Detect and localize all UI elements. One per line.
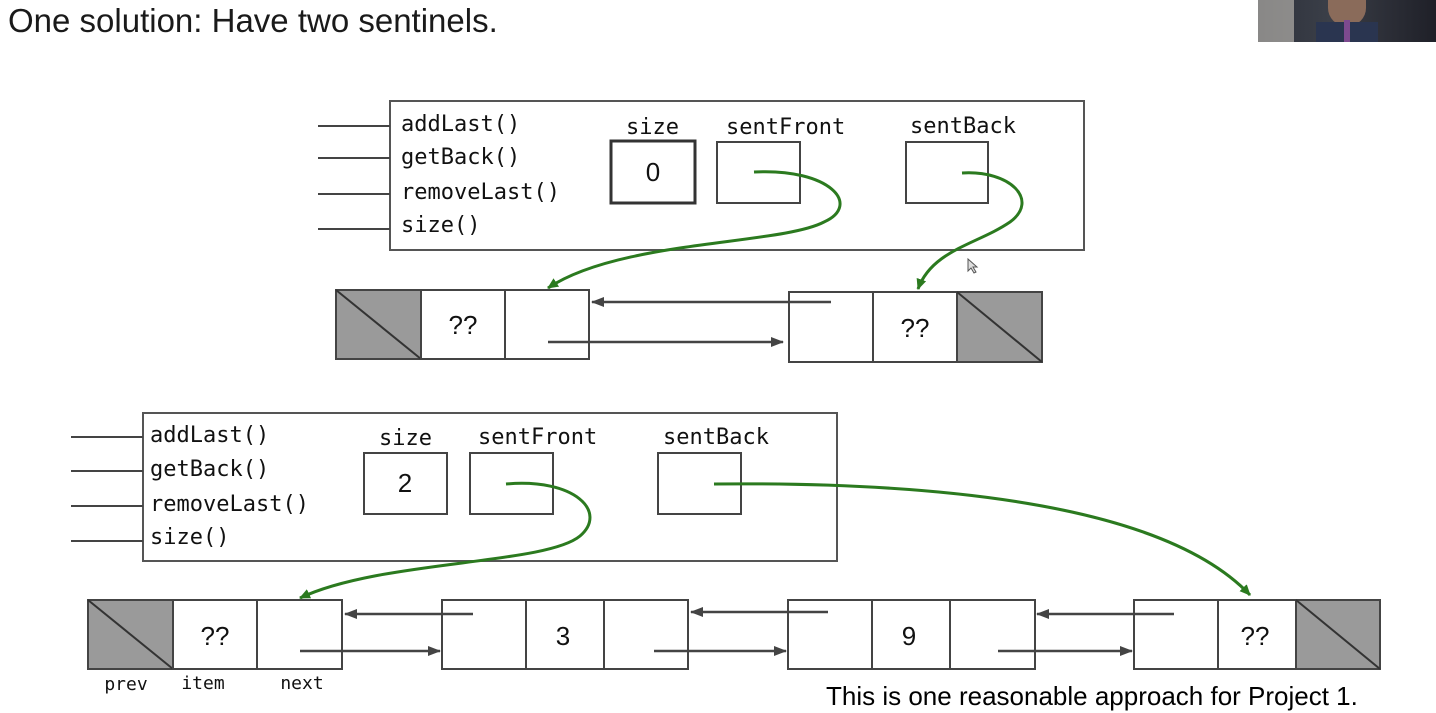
node-field-label-item: item (181, 673, 224, 694)
size-field-label: size (379, 426, 432, 451)
sentfront-field-box (469, 452, 554, 515)
top-front-sentinel-item: ?? (449, 310, 478, 340)
sentback-field-label: sentBack (910, 114, 1016, 139)
bottom-back-sentinel-node: ?? (1133, 599, 1381, 670)
top-sentback-pointer (916, 171, 1024, 290)
size-field-label: size (626, 115, 679, 140)
top-back-sentinel-item: ?? (901, 313, 930, 343)
node-field-label-next: next (280, 673, 323, 694)
node-item-value: 3 (556, 621, 570, 651)
footer-note: This is one reasonable approach for Proj… (826, 681, 1358, 711)
top-sentfront-pointer (547, 170, 842, 290)
sentback-field-box (905, 141, 989, 204)
sentfront-field-label: sentFront (726, 115, 845, 140)
method-size: size() (150, 525, 229, 550)
sentback-field-label: sentBack (663, 425, 769, 450)
sentfront-field-box (716, 141, 801, 204)
method-removelast: removeLast() (401, 180, 560, 205)
method-addlast: addLast() (401, 112, 520, 137)
presenter-webcam-thumbnail (1258, 0, 1436, 42)
top-front-sentinel-node: ?? (335, 289, 590, 360)
node-item-3: 3 (441, 599, 689, 670)
bottom-front-sentinel-item: ?? (201, 621, 230, 651)
node-field-label-prev: prev (104, 674, 147, 695)
bottom-sentback-pointer (713, 482, 1252, 597)
top-back-sentinel-node: ?? (788, 291, 1043, 363)
size-field-box (363, 452, 448, 515)
size-value: 0 (646, 157, 660, 187)
slide-title: One solution: Have two sentinels. (8, 2, 498, 39)
bottom-front-sentinel-node: ?? (87, 599, 343, 670)
method-getback: getBack() (150, 457, 269, 482)
method-getback: getBack() (401, 145, 520, 170)
size-value: 2 (398, 468, 412, 498)
method-removelast: removeLast() (150, 492, 309, 517)
top-list-object: addLast() getBack() removeLast() size() … (318, 100, 1085, 251)
bottom-list-object: addLast() getBack() removeLast() size() … (71, 412, 838, 562)
bottom-back-sentinel-item: ?? (1241, 621, 1270, 651)
node-item-value: 9 (902, 621, 916, 651)
size-field-box (609, 139, 697, 205)
sentfront-field-label: sentFront (478, 425, 597, 450)
bottom-sentfront-pointer (299, 481, 592, 600)
method-size: size() (401, 213, 480, 238)
mouse-cursor-icon (967, 257, 979, 274)
node-item-9: 9 (787, 599, 1036, 670)
method-addlast: addLast() (150, 423, 269, 448)
